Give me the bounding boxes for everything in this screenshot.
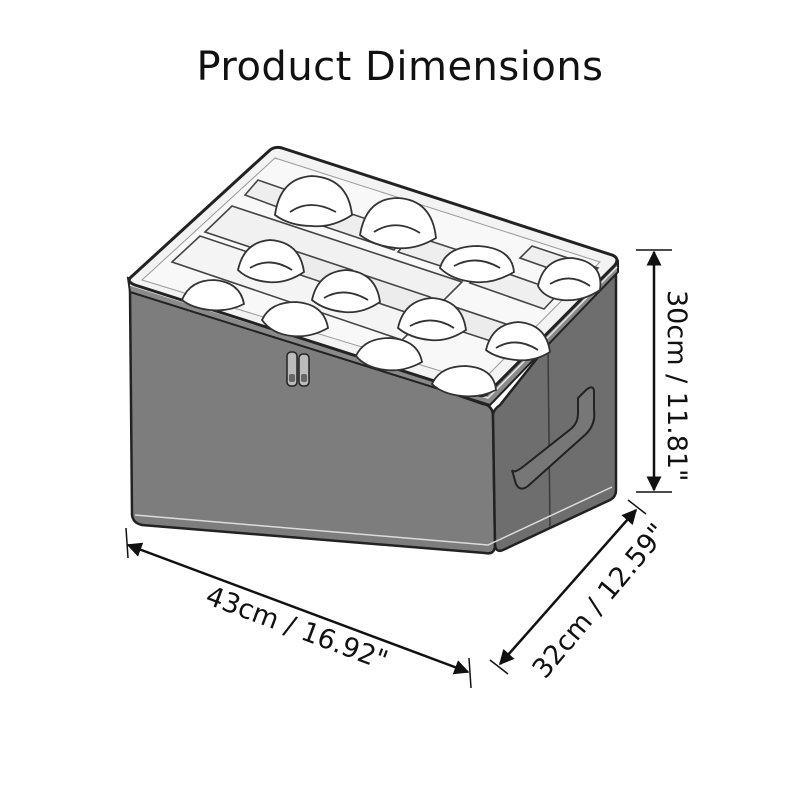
height-label: 30cm / 11.81" — [661, 290, 692, 481]
depth-label: 32cm / 12.59" — [527, 518, 674, 685]
cap-shape — [430, 365, 497, 398]
cap-shape — [311, 269, 381, 314]
cap-shape — [274, 175, 353, 228]
zipper-pull — [286, 351, 310, 387]
side-handle — [511, 386, 596, 490]
cap-shape — [438, 245, 515, 284]
cap-shape — [484, 321, 551, 362]
cap-shape — [180, 279, 246, 312]
storage-box — [126, 145, 619, 555]
side-seam-line — [547, 348, 551, 528]
cap-shape — [359, 197, 437, 250]
height-dimension: 30cm / 11.81" — [636, 249, 692, 493]
stored-caps — [180, 175, 602, 398]
cap-shape — [260, 301, 329, 338]
cap-shape — [354, 337, 424, 372]
page-title: Product Dimensions — [196, 44, 604, 90]
cap-shape — [237, 239, 305, 284]
cap-shape — [397, 297, 467, 342]
length-dimension: 43cm / 16.92" — [125, 527, 472, 689]
length-label: 43cm / 16.92" — [202, 581, 392, 677]
bottom-rim — [134, 486, 613, 546]
